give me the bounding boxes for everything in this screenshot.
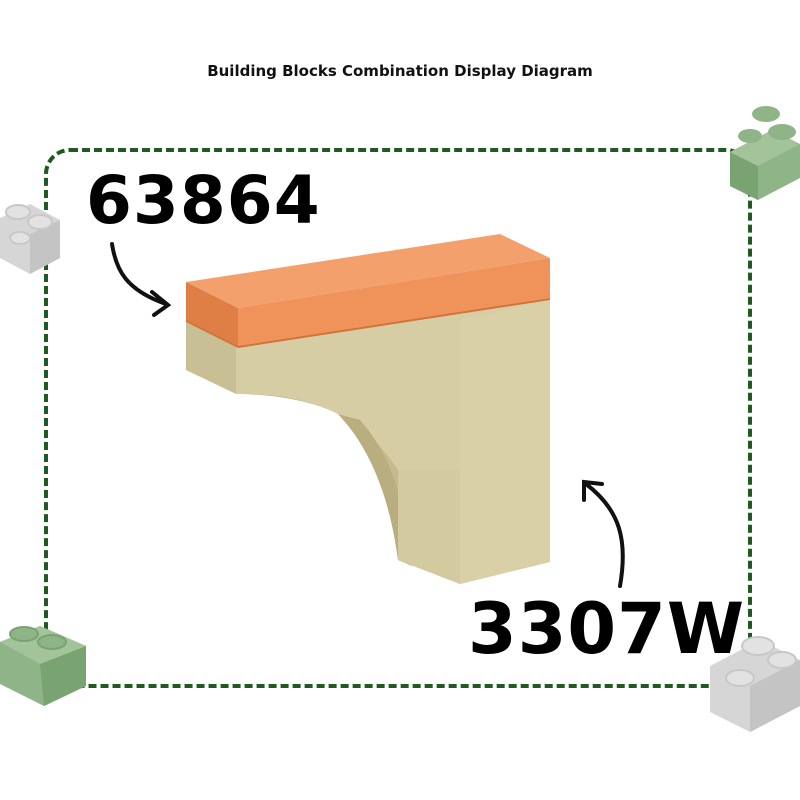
diagram-title: Building Blocks Combination Display Diag… [207, 62, 593, 80]
green-brick-top-right-icon [730, 106, 800, 200]
arrow-to-arch [582, 479, 625, 588]
gray-brick-left-icon [0, 204, 60, 274]
dashed-frame [44, 148, 752, 688]
part-label-63864: 63864 [86, 162, 321, 239]
gray-brick-bottom-right-icon [710, 636, 800, 732]
green-brick-bottom-left-icon [0, 626, 86, 706]
part-label-3307w: 3307W [468, 588, 746, 670]
tile-63864 [186, 234, 550, 348]
arrow-to-tile [110, 242, 172, 317]
